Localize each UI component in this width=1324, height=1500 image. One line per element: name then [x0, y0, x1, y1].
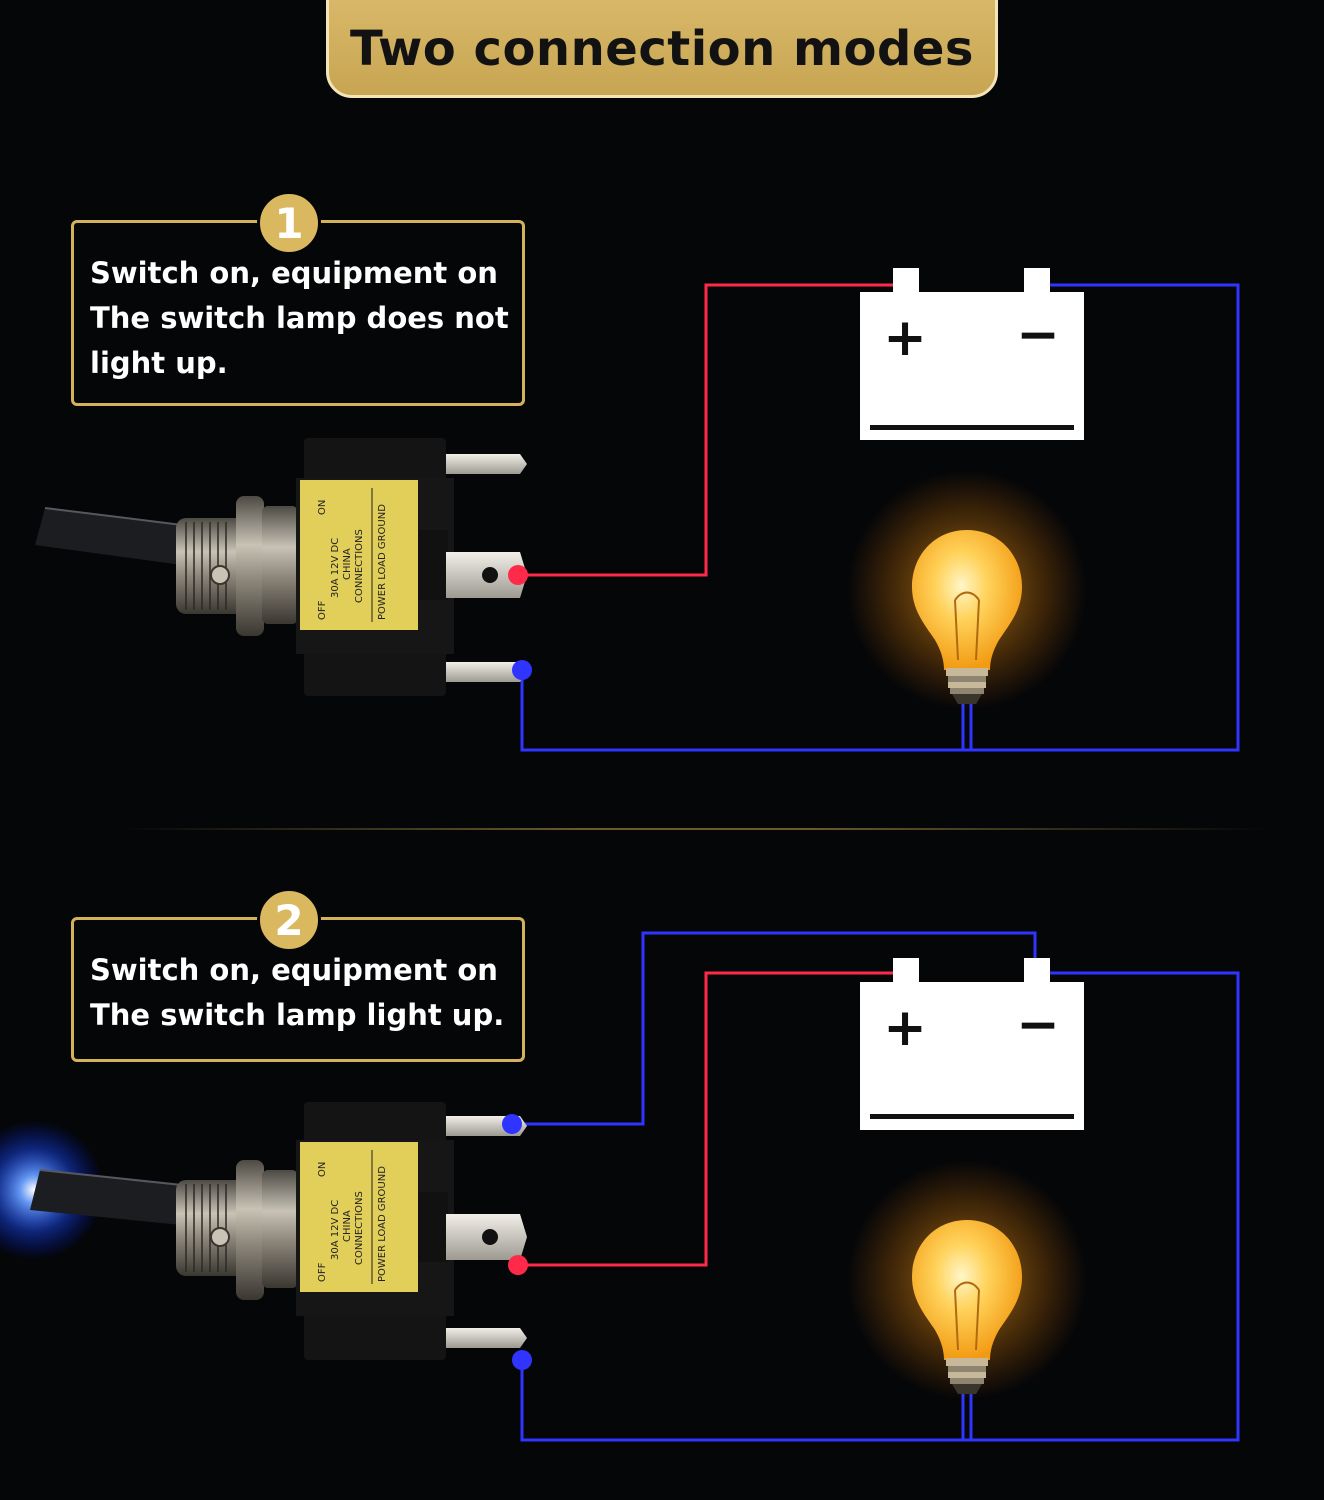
switch-label-terminals: POWER LOAD GROUND [377, 504, 388, 620]
switch-label-on: ON [317, 500, 328, 515]
battery-plus: + [883, 308, 927, 368]
negative-wire [520, 283, 1240, 752]
title-banner: Two connection modes [326, 0, 998, 98]
switch-label-connections: CONNECTIONS [354, 529, 365, 603]
switch-label-origin: CHINA [342, 1210, 353, 1242]
switch-label-off: OFF [317, 600, 328, 620]
toggle-switch-icon: OFF ON 30A 12V DC CHINA CONNECTIONS POWE… [35, 438, 532, 696]
mode-2-diagram: + − [0, 931, 1240, 1442]
mode-2-callout: 2 Switch on, equipment on The switch lam… [71, 888, 525, 1062]
switch-label-on: ON [317, 1162, 328, 1177]
battery-minus: − [1016, 305, 1060, 365]
led-wire [512, 931, 1037, 1126]
switch-label-connections: CONNECTIONS [354, 1191, 365, 1265]
mode-1-line-3: light up. [90, 346, 228, 380]
lightbulb-icon [847, 1160, 1087, 1400]
positive-wire [518, 283, 893, 577]
mode-1-callout: 1 Switch on, equipment on The switch lam… [71, 191, 525, 406]
switch-label-rating: 30A 12V DC [330, 538, 341, 598]
mode-1-line-1: Switch on, equipment on [90, 256, 498, 290]
section-divider [120, 828, 1270, 830]
negative-wire [520, 971, 1240, 1442]
positive-wire [518, 971, 893, 1267]
mode-2-badge: 2 [257, 888, 321, 952]
mode-2-line-1: Switch on, equipment on [90, 953, 498, 987]
battery-icon: + − [860, 268, 1084, 440]
switch-label-origin: CHINA [342, 548, 353, 580]
lightbulb-icon [847, 470, 1087, 710]
battery-minus: − [1016, 995, 1060, 1055]
mode-2-line-2: The switch lamp light up. [90, 998, 505, 1032]
mode-1-line-2: The switch lamp does not [90, 301, 509, 335]
toggle-switch-icon: OFF ON 30A 12V DC CHINA CONNECTIONS POWE… [0, 1102, 532, 1370]
switch-label-terminals: POWER LOAD GROUND [377, 1166, 388, 1282]
mode-2-wires [512, 931, 1240, 1442]
battery-plus: + [883, 998, 927, 1058]
switch-label-off: OFF [317, 1262, 328, 1282]
mode-1-badge: 1 [257, 191, 321, 255]
battery-icon: + − [860, 958, 1084, 1130]
switch-label-rating: 30A 12V DC [330, 1200, 341, 1260]
mode-1-diagram: + − [35, 268, 1240, 752]
page-title: Two connection modes [349, 21, 974, 77]
